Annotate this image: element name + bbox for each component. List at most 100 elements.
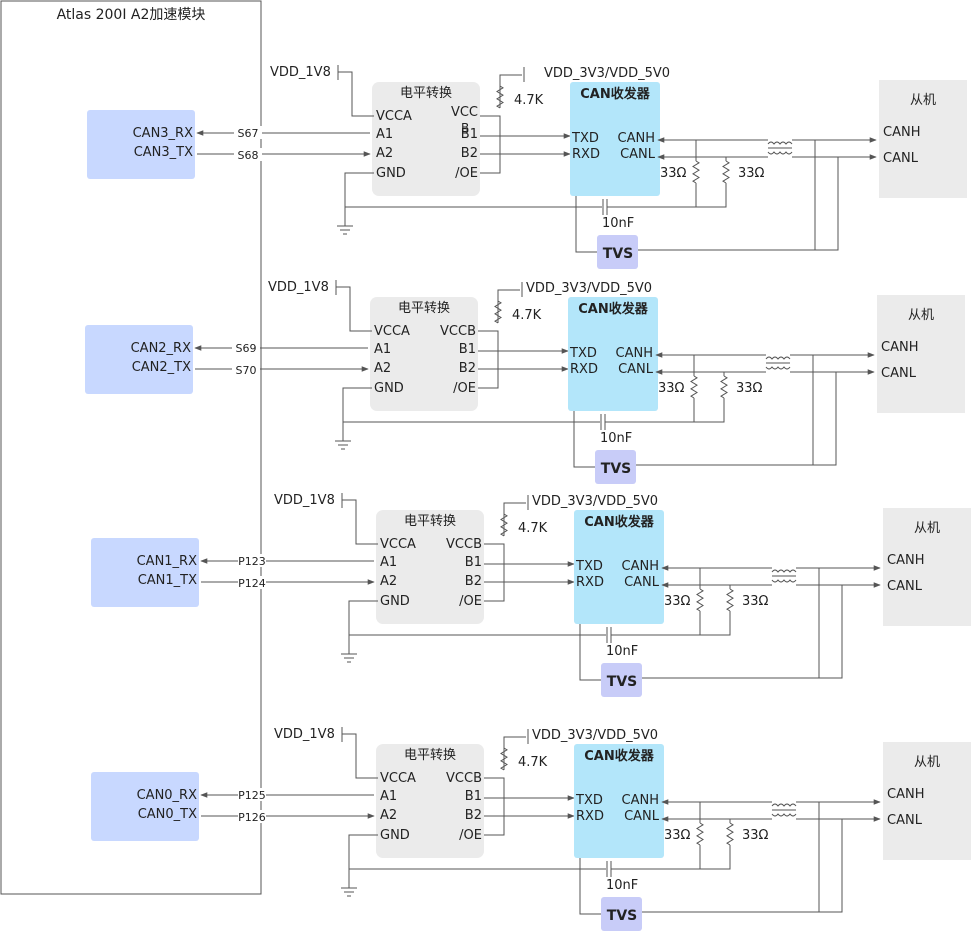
capacitor-label: 10nF <box>606 644 638 659</box>
pullup-resistor <box>494 300 502 324</box>
vdd-1v8-label: VDD_1V8 <box>268 280 329 295</box>
shifter-pin-gnd: GND <box>376 166 406 181</box>
can-transceiver-title: CAN收发器 <box>584 514 654 530</box>
can-transceiver-block <box>568 297 658 411</box>
capacitor-label: 10nF <box>602 216 634 231</box>
transceiver-pin-canh: CANH <box>618 131 655 146</box>
term-resistor-1 <box>692 160 700 184</box>
term-resistor-2 <box>726 588 734 612</box>
tvs-canl-wire <box>819 585 843 679</box>
module-border <box>0 0 262 895</box>
module-can-block <box>85 325 193 394</box>
slave-block <box>877 295 965 413</box>
pin-tx-label: S68 <box>238 149 259 162</box>
slave-pin-canl: CANL <box>883 151 919 166</box>
pin-tx-bg <box>234 148 262 161</box>
term-resistor-2 <box>722 160 730 184</box>
channel-3: CAN0_RXCAN0_TXP125P126电平转换VCCAA1A2GNDVCC… <box>91 727 971 931</box>
transceiver-pin-rxd: RXD <box>572 147 600 162</box>
shifter-pin-oe: /OE <box>459 828 482 843</box>
slave-block <box>883 508 971 626</box>
tvs-block <box>597 235 638 269</box>
term-r2-gnd <box>696 183 727 208</box>
channel-1: CAN2_RXCAN2_TXS69S70电平转换VCCAA1A2GNDVCCBB… <box>85 280 965 484</box>
vdd-3v3-5v0-label: VDD_3V3/VDD_5V0 <box>532 494 658 509</box>
module-tx-label: CAN3_TX <box>134 145 193 160</box>
vccb-oe-wire <box>484 777 505 836</box>
term-resistor-1-label: 33Ω <box>664 828 691 843</box>
tvs-label: TVS <box>603 246 633 262</box>
term-r2-gnd <box>694 398 725 423</box>
tvs-block <box>601 897 642 931</box>
vdd-1v8-wire <box>336 286 372 332</box>
level-shifter-block <box>376 510 484 624</box>
slave-title: 从机 <box>908 308 934 323</box>
slave-pin-canl: CANL <box>887 579 923 594</box>
term-resistor-1-label: 33Ω <box>658 381 685 396</box>
shifter-pin-a2: A2 <box>380 808 397 823</box>
pullup-resistor <box>500 747 508 771</box>
transceiver-pin-canh: CANH <box>616 346 653 361</box>
pin-tx-label: S70 <box>236 364 257 377</box>
tvs-block <box>601 663 642 697</box>
module-tx-label: CAN1_TX <box>138 573 197 588</box>
level-shifter-title: 电平转换 <box>398 301 450 316</box>
tvs-left-wire <box>575 196 597 253</box>
vdd-3v3-5v0-label: VDD_3V3/VDD_5V0 <box>526 281 652 296</box>
tvs-left-wire <box>579 858 601 915</box>
shifter-pin-vcca: VCCA <box>380 771 416 786</box>
can-transceiver-title: CAN收发器 <box>578 301 648 317</box>
transceiver-pin-txd: TXD <box>569 346 597 361</box>
pin-rx-bg <box>234 126 262 139</box>
pin-rx-bg <box>238 554 266 567</box>
transceiver-pin-txd: TXD <box>575 793 603 808</box>
tvs-canl-wire <box>813 372 837 466</box>
term-resistor-2 <box>720 375 728 399</box>
shifter-pin-vccb: VCCB <box>446 537 482 552</box>
pin-rx-bg <box>238 788 266 801</box>
transceiver-pin-rxd: RXD <box>576 809 604 824</box>
choke-coil-2 <box>771 579 797 583</box>
tvs-canl-wire <box>819 819 843 913</box>
term-resistor-1-label: 33Ω <box>664 594 691 609</box>
shifter-pin-gnd: GND <box>374 381 404 396</box>
shifter-pin-b1: B1 <box>465 789 482 804</box>
pin-tx-bg <box>238 576 266 589</box>
level-shifter-block <box>370 297 478 411</box>
shifter-pin-b2: B2 <box>465 808 482 823</box>
transceiver-pin-canl: CANL <box>624 575 660 590</box>
gnd-wire <box>342 387 372 441</box>
shifter-pin-b1: B1 <box>461 127 478 142</box>
term-r2-gnd <box>700 611 731 636</box>
term-resistor-2-label: 33Ω <box>736 381 763 396</box>
tvs-canl-wire <box>815 157 839 251</box>
module-rx-label: CAN1_RX <box>137 554 197 569</box>
vdd-1v8-label: VDD_1V8 <box>270 65 331 80</box>
tvs-label: TVS <box>607 674 637 690</box>
slave-pin-canh: CANH <box>881 340 918 355</box>
pin-rx-bg <box>232 341 260 354</box>
pin-tx-label: P124 <box>238 577 266 590</box>
shifter-pin-a1: A1 <box>374 342 391 357</box>
vccb-oe-wire <box>478 330 499 389</box>
pin-tx-bg <box>238 810 266 823</box>
vdd-1v8-wire <box>342 499 378 545</box>
slave-pin-canl: CANL <box>881 366 917 381</box>
pullup-resistor-label: 4.7K <box>518 521 548 536</box>
gnd-wire <box>348 600 378 654</box>
shifter-pin-vccb: VCCB <box>440 324 476 339</box>
shifter-pin-b2: B2 <box>465 574 482 589</box>
slave-pin-canh: CANH <box>883 125 920 140</box>
transceiver-pin-txd: TXD <box>571 131 599 146</box>
pullup-resistor-label: 4.7K <box>514 93 544 108</box>
transceiver-pin-canl: CANL <box>624 809 660 824</box>
level-shifter-title: 电平转换 <box>404 514 456 529</box>
term-resistor-1-label: 33Ω <box>660 166 687 181</box>
transceiver-pin-txd: TXD <box>575 559 603 574</box>
choke-coil-1 <box>771 569 797 573</box>
can-transceiver-block <box>574 510 664 624</box>
can-transceiver-block <box>574 744 664 858</box>
shifter-pin-a1: A1 <box>380 789 397 804</box>
shifter-pin-oe: /OE <box>453 381 476 396</box>
